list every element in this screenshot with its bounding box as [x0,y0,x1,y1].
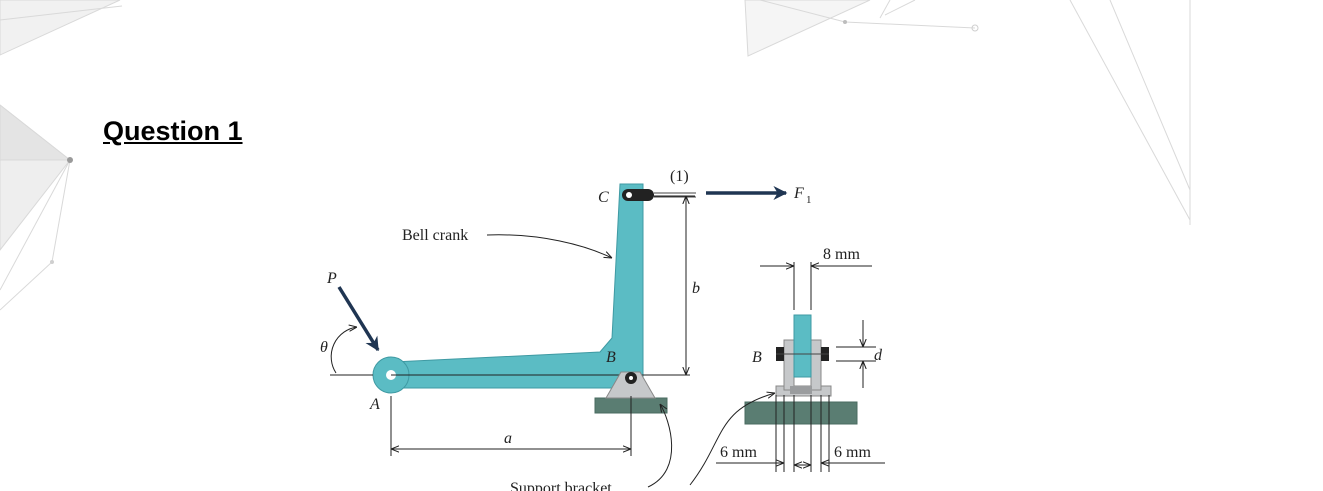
dimension-d-label: d [874,347,883,364]
link-1-label: (1) [670,168,689,185]
bell-crank [330,183,690,394]
point-c-label: C [598,189,609,206]
force-f1-label: F [793,185,804,202]
support-bracket-label: Support bracket [510,480,612,491]
load-p-label: P [326,270,337,287]
bell-crank-label: Bell crank [402,227,468,244]
question-title: Question 1 [103,116,243,146]
width-8mm-label: 8 mm [823,246,860,263]
dimension-b-label: b [692,280,700,297]
angle-theta-arc [330,327,357,374]
dimension-lines [390,195,885,488]
section-view-b [744,314,858,425]
width-6mm-right-label: 6 mm [834,444,871,461]
point-b-label: B [606,349,616,366]
width-6mm-left-label: 6 mm [720,444,757,461]
load-p-arrow [337,286,380,352]
link-1 [622,189,696,201]
angle-theta-label: θ [320,339,328,356]
section-b-label: B [752,349,762,366]
dimension-a-label: a [504,430,512,447]
point-a-label: A [369,396,380,413]
force-f1-subscript: 1 [806,194,812,206]
